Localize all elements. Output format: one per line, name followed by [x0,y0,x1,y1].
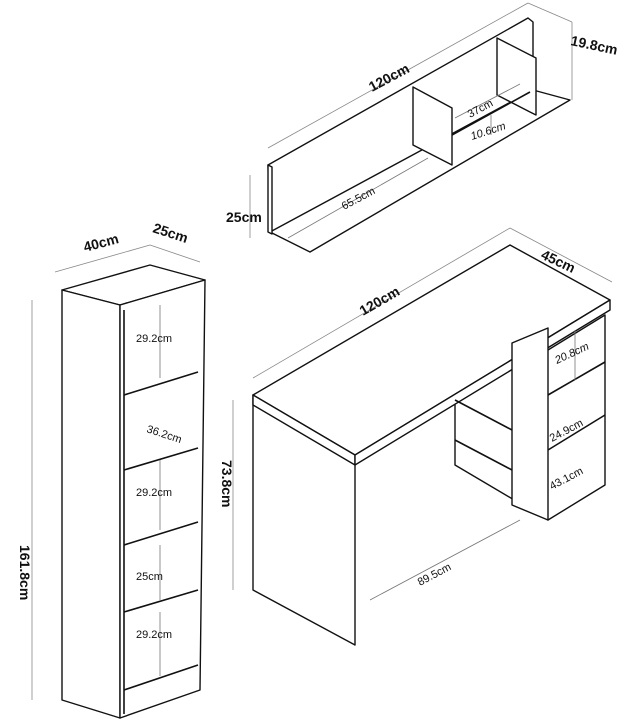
wall-shelf [249,2,573,253]
wall-shelf-left-panel [267,164,273,235]
bookcase-width-label: 40cm [82,230,121,255]
bookcase-shelf-5 [123,664,199,691]
desk-width-dim [252,227,511,379]
wall-shelf-right-panel [496,37,537,116]
desk-leg-panel [511,327,549,521]
desk-lower-shelf [454,439,513,471]
desk-height-label: 73.8cm [219,460,235,507]
wall-shelf-37-dim-line [454,83,521,119]
wall-shelf-height-label: 25cm [226,209,262,225]
bookcase-width-dim [54,244,151,273]
bookcase-shelf-label-5: 29.2cm [136,629,172,641]
desk-side-shelf-1 [547,361,606,396]
desk-depth-dim [509,227,613,283]
bookcase-shelf-3 [123,521,199,546]
bookcase-shelf-1 [123,371,199,396]
bookcase-depth-label: 25cm [151,220,190,246]
wall-shelf-65-dim-line [287,157,429,239]
bookcase-left-side [61,289,121,719]
wall-shelf-depth-label: 19.8cm [569,32,619,58]
desk-side-shelf-2 [547,414,606,451]
wall-shelf-depth-dim [527,2,573,23]
wall-shelf-inner-shelf [451,91,531,136]
desk-knee-dim-line [369,519,521,601]
bookcase-depth-dim [149,244,201,263]
bookcase-shelf-label-1: 29.2cm [136,333,172,345]
bookcase [31,244,206,719]
bookcase-shelf-label-3: 29.2cm [136,487,172,499]
bookcase-height-label: 161.8cm [17,545,33,600]
bookcase-shelf-label-4: 25cm [136,571,163,583]
bookcase-shelf-2 [123,447,199,471]
desk-middle-shelf [454,399,513,431]
bookcase-shelf-4 [123,589,199,613]
desk [232,227,613,646]
wall-shelf-width-dim [267,2,529,149]
wall-shelf-divider [412,86,453,166]
bookcase-front [119,279,206,719]
